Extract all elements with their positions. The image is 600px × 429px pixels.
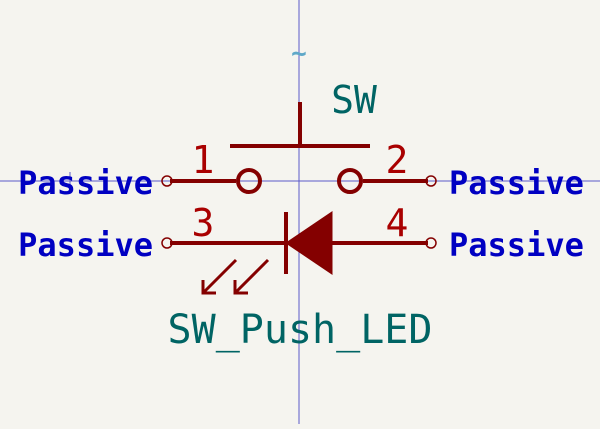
hidden-field-marker: ~ (291, 39, 307, 69)
led-arrow-2-shaft (233, 258, 270, 295)
pin-2-type: Passive (449, 164, 584, 202)
led-arrow-1-head (201, 280, 216, 295)
pin-4-type: Passive (449, 226, 584, 264)
reference-label[interactable]: SW (331, 78, 377, 122)
switch-contact-1 (236, 168, 262, 194)
pin-1-number: 1 (192, 138, 215, 182)
pin-1-type: Passive (18, 164, 153, 202)
led-triangle (285, 211, 333, 275)
pin-3-end[interactable] (161, 237, 173, 249)
switch-contact-2 (337, 168, 363, 194)
value-label[interactable]: SW_Push_LED (168, 307, 433, 353)
pin-2-number: 2 (386, 138, 409, 182)
pin-3-type: Passive (18, 226, 153, 264)
led-arrow-2-head (233, 280, 248, 295)
pin-1-end[interactable] (161, 175, 173, 187)
led-arrow-1-shaft (201, 258, 238, 295)
pin-4-end[interactable] (425, 237, 437, 249)
pin-2-end[interactable] (425, 175, 437, 187)
pin-4-number: 4 (386, 201, 409, 245)
pin-3-number: 3 (192, 201, 215, 245)
